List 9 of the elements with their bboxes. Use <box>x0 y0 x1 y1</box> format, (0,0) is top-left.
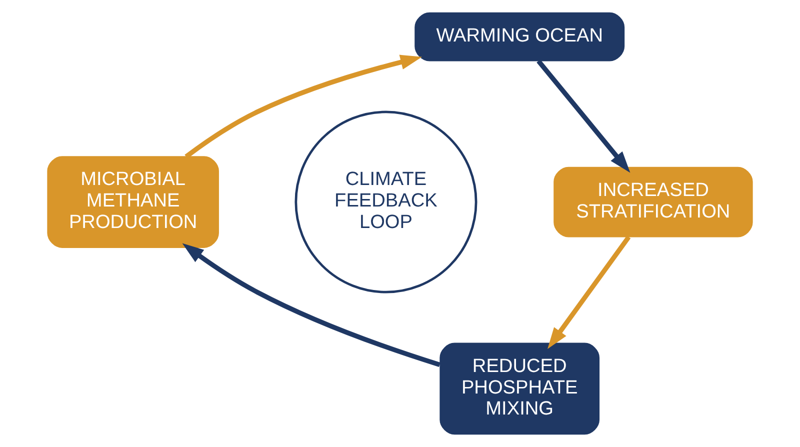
arrow <box>182 243 440 367</box>
arrow <box>184 54 422 159</box>
node-circle: CLIMATE FEEDBACK LOOP <box>294 110 478 294</box>
node-box: MICROBIAL METHANE PRODUCTION <box>47 156 219 248</box>
arrow <box>536 59 630 173</box>
node-box: WARMING OCEAN <box>414 12 625 62</box>
node-box: INCREASED STRATIFICATION <box>554 166 753 238</box>
arrow <box>548 236 631 350</box>
node-box: REDUCED PHOSPHATE MIXING <box>440 342 600 435</box>
